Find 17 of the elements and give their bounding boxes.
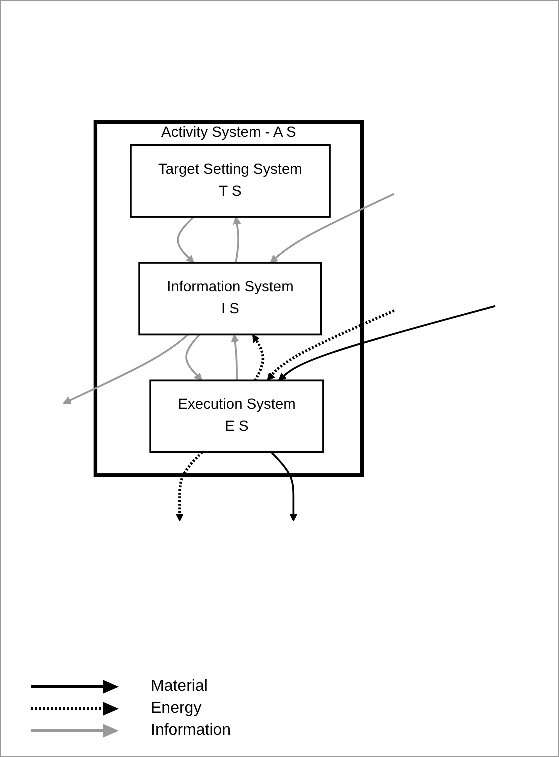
arrow	[252, 334, 265, 382]
legend-label: Material	[151, 678, 208, 696]
legend-label: Information	[151, 722, 232, 740]
arrow	[270, 452, 298, 522]
node-box: Information System I S	[138, 262, 322, 336]
arrow	[270, 193, 395, 264]
arrow	[177, 216, 195, 264]
node-box: Target Setting System T S	[130, 144, 331, 218]
arrow	[63, 334, 190, 404]
legend-label: Energy	[151, 700, 202, 718]
arrow	[176, 451, 204, 522]
arrow	[278, 305, 496, 381]
arrow	[231, 334, 240, 381]
arrow	[186, 334, 203, 381]
arrow	[233, 216, 242, 263]
arrow	[267, 310, 395, 381]
node-box: Execution System E S	[150, 380, 324, 454]
